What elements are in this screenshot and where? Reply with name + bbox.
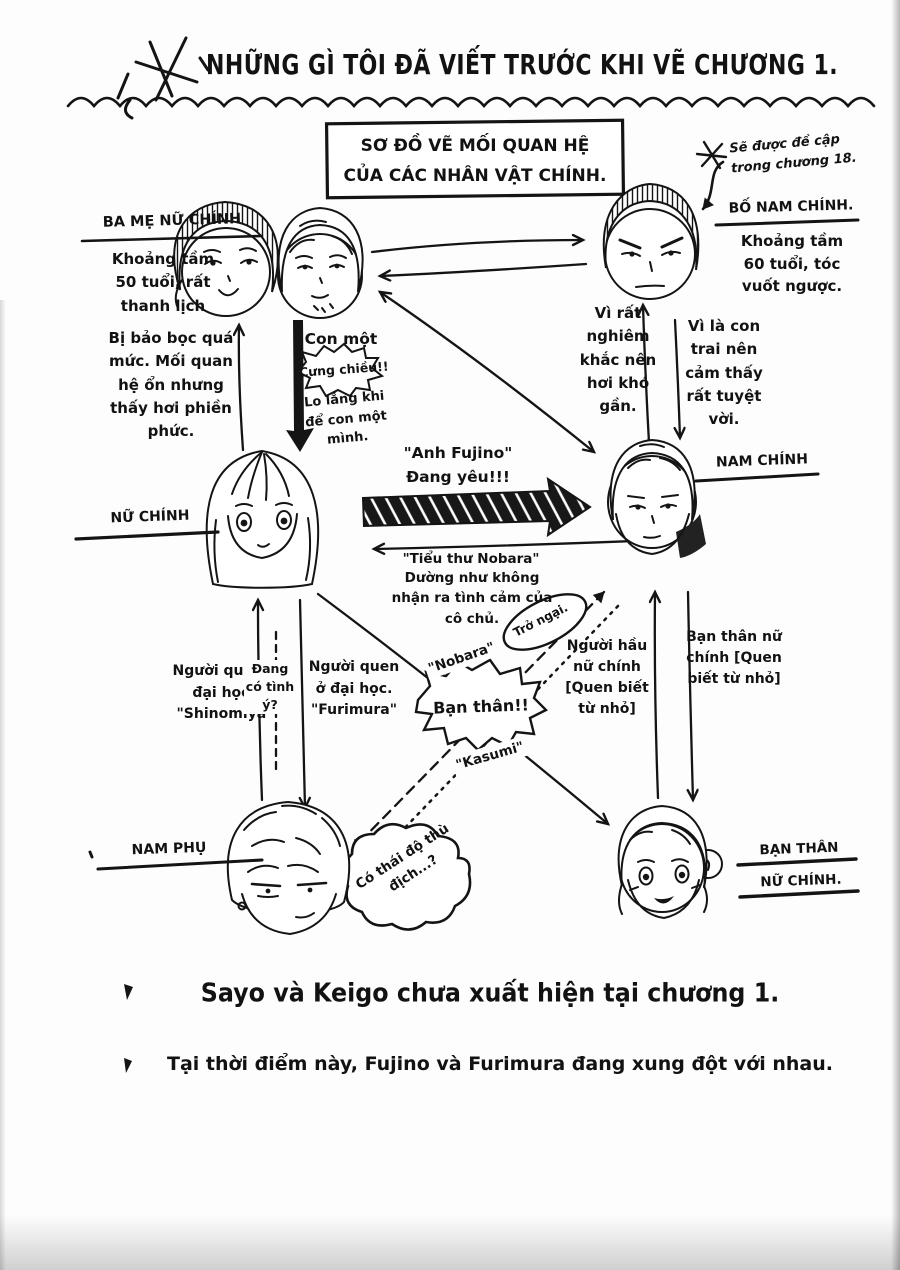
father-mc-underline bbox=[714, 218, 860, 227]
thick-down-arrow bbox=[286, 320, 314, 452]
diagram-box-title-line1: SƠ ĐỒ VẼ MỐI QUAN HỆ bbox=[360, 136, 590, 156]
best-friend-face bbox=[617, 804, 723, 920]
best-friend-label-line1: BẠN THÂN bbox=[759, 839, 839, 859]
love-arrow bbox=[361, 476, 592, 538]
diagram-box-border bbox=[324, 118, 626, 200]
arrow-hero-to-fatherup bbox=[643, 305, 651, 445]
arrow-hero-to-heroine bbox=[374, 538, 662, 549]
second-male-face bbox=[226, 800, 351, 936]
arrow-father-to-herodown bbox=[675, 318, 680, 438]
hero-underline bbox=[694, 472, 820, 483]
dotted-hostile-line bbox=[370, 604, 620, 864]
footnote2-bullet bbox=[124, 1058, 132, 1073]
scan-edge-right bbox=[891, 0, 900, 1270]
father-mc-desc: Khoảng tầm 60 tuổi, tóc vuốt ngược. bbox=[740, 232, 844, 295]
relation-fujino-call: "Anh Fujino" bbox=[403, 444, 513, 462]
arrow-heroine-to-parents bbox=[239, 325, 243, 452]
footnote-1: Sayo và Keigo chưa xuất hiện tại chương … bbox=[200, 977, 780, 1008]
best-friend-label-line2: NỮ CHÍNH. bbox=[760, 871, 842, 891]
title-star-icon bbox=[116, 36, 210, 120]
heroine-underline bbox=[74, 530, 220, 541]
hero-label: NAM CHÍNH bbox=[715, 451, 809, 471]
page-title: NHỮNG GÌ TÔI ĐÃ VIẾT TRƯỚC KHI VẼ CHƯƠNG… bbox=[206, 48, 839, 81]
footnote1-bullet bbox=[124, 984, 133, 1000]
heroine-face bbox=[205, 449, 320, 589]
line-bestfriend-to-hero bbox=[655, 592, 658, 800]
spoiled-starburst bbox=[296, 342, 385, 398]
parents-underline bbox=[80, 234, 264, 243]
heroine-label: NỮ CHÍNH bbox=[110, 507, 190, 527]
arrow-heroine-to-secondmale bbox=[300, 598, 305, 808]
note-curved-arrow bbox=[701, 160, 725, 211]
father-mc-label: BỐ NAM CHÍNH. bbox=[728, 197, 854, 217]
relation-proud-son: Vì là con trai nên cảm thấy rất tuyệt vờ… bbox=[685, 317, 763, 428]
relation-in-love: Đang yêu!!! bbox=[406, 468, 510, 486]
relation-crush-q: Đang có tình ý? bbox=[244, 660, 296, 715]
scan-edge-bottom bbox=[0, 1215, 900, 1270]
arrow-parents-to-father bbox=[370, 240, 583, 254]
father-face bbox=[277, 206, 364, 319]
bff1-underline bbox=[736, 857, 858, 867]
relation-nobara-call: "Tiểu thư Nobara" bbox=[402, 551, 540, 567]
diagram-box-title-line2: CỦA CÁC NHÂN VẬT CHÍNH. bbox=[343, 166, 607, 186]
relation-maid: Người hầu nữ chính [Quen biết từ nhỏ] bbox=[565, 638, 649, 717]
title-wavy-underline bbox=[66, 96, 876, 109]
relation-best-friends: Bạn thân!! bbox=[432, 695, 530, 718]
relation-childhood-friend: Bạn thân nữ chính [Quen biết từ nhỏ] bbox=[686, 629, 782, 687]
hero-face bbox=[607, 438, 706, 558]
second-male-label: NAM PHỤ bbox=[131, 839, 207, 859]
parents-label: BA MẸ NỮ CHÍNH bbox=[102, 211, 242, 231]
second-male-dot bbox=[88, 850, 94, 859]
relation-overprotective: Bị bảo bọc quá mức. Mối quan hệ ổn nhưng… bbox=[108, 329, 234, 440]
arrow-parents-hero-diagonal bbox=[380, 292, 594, 452]
relation-uni-acquaintance: Người quen ở đại học. "Furimura" bbox=[308, 659, 400, 719]
second-male-underline bbox=[96, 858, 264, 871]
footnote-2: Tại thời điểm này, Fujino và Furimura đa… bbox=[166, 1053, 833, 1075]
hero-father-face bbox=[602, 182, 700, 300]
relation-strict: Vì rất nghiêm khắc nên hơi khó gần. bbox=[579, 304, 657, 415]
parents-desc: Khoảng tầm 50 tuổi, rất thanh lịch bbox=[111, 250, 215, 315]
arrow-father-to-parents bbox=[380, 262, 588, 276]
bff2-underline bbox=[738, 889, 860, 899]
note-star-icon bbox=[695, 140, 728, 170]
relation-only-child: Con một bbox=[304, 330, 378, 348]
scan-edge-left bbox=[0, 300, 6, 1270]
mother-face bbox=[173, 200, 279, 317]
obstacle-oval bbox=[502, 593, 588, 651]
arrow-hero-to-bestfriend bbox=[688, 590, 693, 800]
